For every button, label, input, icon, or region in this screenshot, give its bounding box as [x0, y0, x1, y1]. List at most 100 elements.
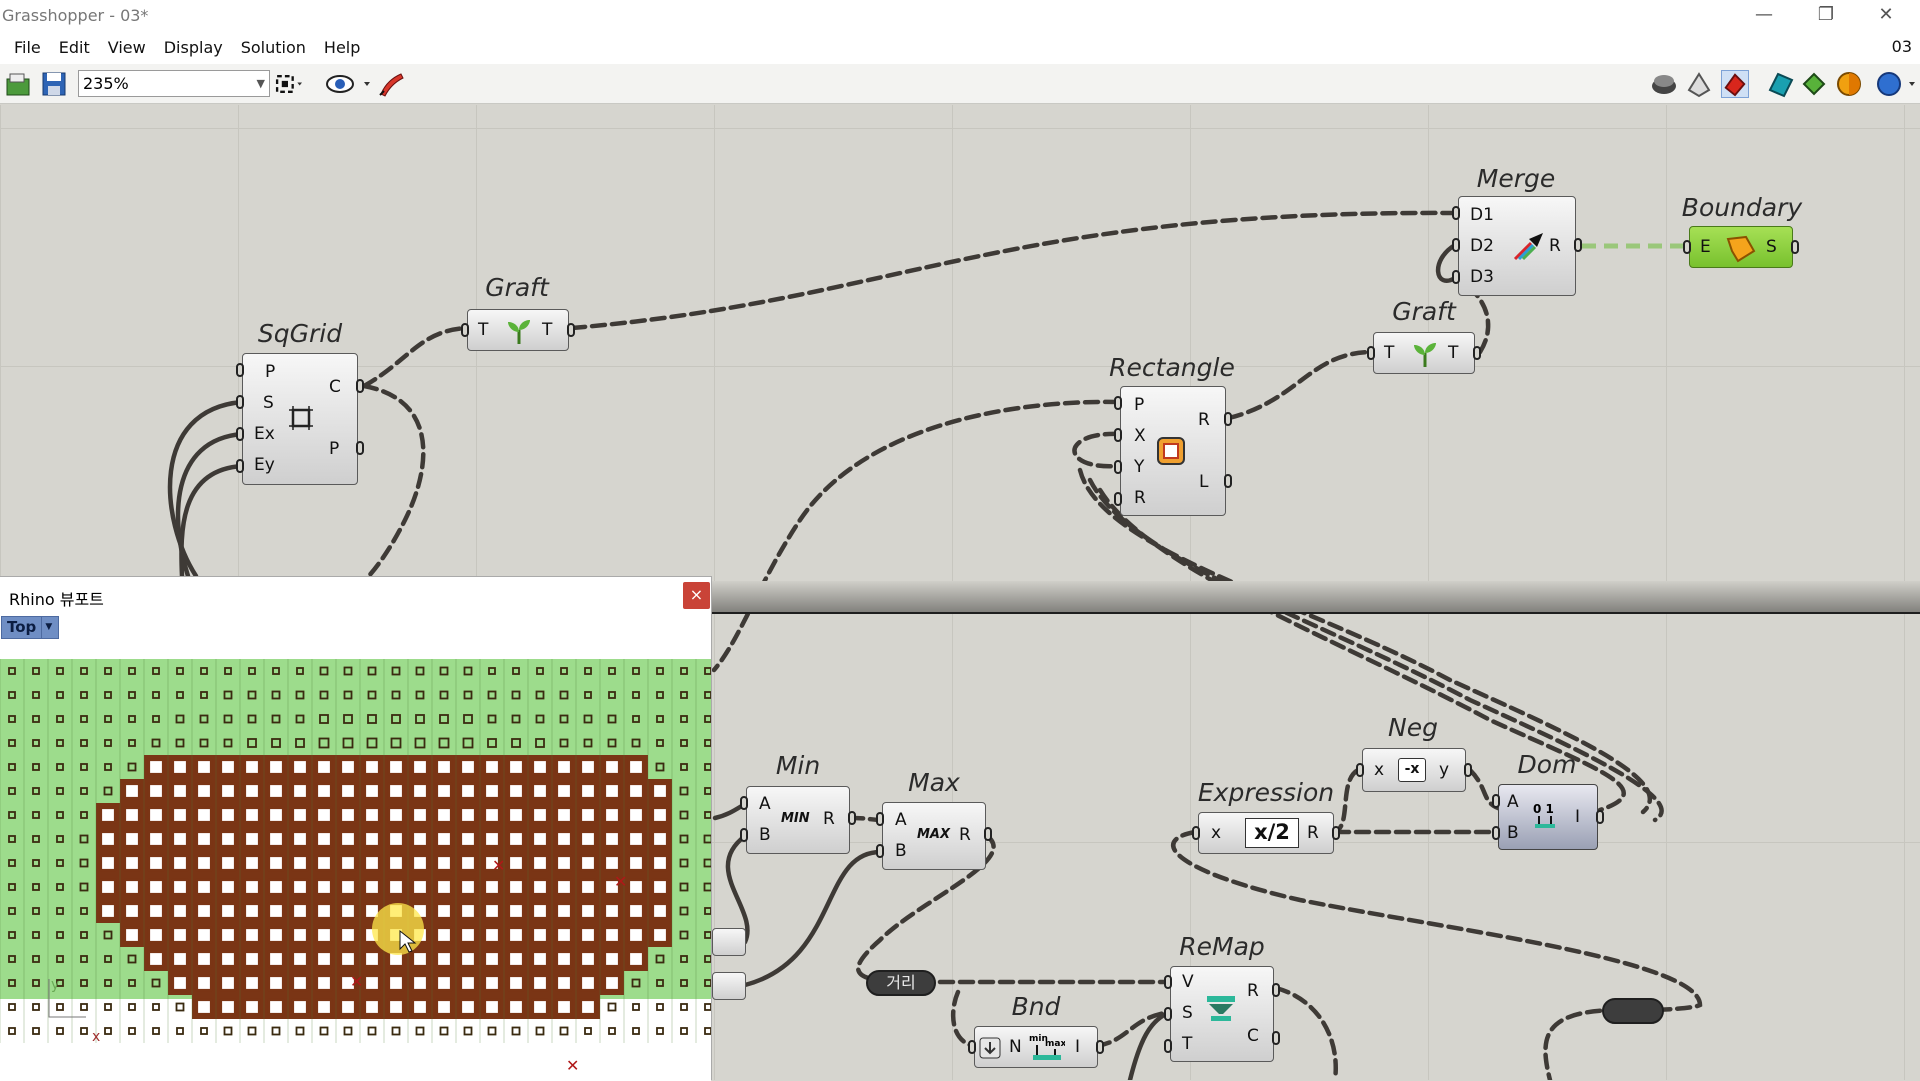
rhino-viewport-window[interactable]: Rhino 뷰포트 × Top▼ ✕✕✕✕ y x [0, 576, 712, 1081]
viewport-tab[interactable]: Top▼ [1, 616, 59, 639]
remap-input-t[interactable]: T [1182, 1034, 1193, 1054]
sqgrid-output-c[interactable]: C [329, 377, 341, 397]
dom-grip-b[interactable] [1492, 826, 1500, 840]
remap-output-c[interactable]: C [1247, 1026, 1259, 1046]
neg-input-x[interactable]: x [1374, 760, 1385, 780]
sqgrid-grip-out-p[interactable] [356, 441, 364, 455]
preview-shaded-icon[interactable] [1650, 70, 1678, 98]
merge-grip-d3[interactable] [1452, 270, 1460, 284]
min-grip-a[interactable] [740, 796, 748, 810]
remap-grip-r[interactable] [1272, 983, 1280, 997]
menu-display[interactable]: Display [163, 37, 223, 57]
remap-component[interactable]: V S T R C [1170, 966, 1274, 1062]
max-input-a[interactable]: A [895, 810, 907, 830]
chevron-down-icon[interactable]: ▼ [41, 617, 55, 638]
max-grip-r[interactable] [984, 827, 992, 841]
sqgrid-grip-ex[interactable] [236, 427, 244, 441]
graft-grip-in[interactable] [461, 323, 469, 337]
neg-component[interactable]: x y -x [1362, 748, 1466, 792]
rectangle-grip-out-r[interactable] [1224, 412, 1232, 426]
boundary-output-s[interactable]: S [1766, 237, 1777, 257]
min-grip-r[interactable] [848, 811, 856, 825]
sqgrid-output-p[interactable]: P [329, 439, 340, 459]
merge-grip-d1[interactable] [1452, 206, 1460, 220]
close-icon[interactable]: ✕ [1878, 4, 1894, 25]
max-grip-b[interactable] [876, 844, 884, 858]
bnd-output-i[interactable]: I [1075, 1037, 1081, 1057]
remap-grip-t[interactable] [1164, 1039, 1172, 1053]
render-edges-icon[interactable] [1800, 70, 1828, 98]
relay-right[interactable] [1602, 998, 1664, 1024]
dom-component[interactable]: A B I 0 1 [1498, 784, 1598, 850]
merge-component[interactable]: D1 D2 D3 R [1458, 196, 1576, 296]
rectangle-grip-out-l[interactable] [1224, 474, 1232, 488]
merge-grip-d2[interactable] [1452, 238, 1460, 252]
menu-file[interactable]: File [14, 37, 41, 57]
preview-selected-icon[interactable] [1721, 70, 1749, 98]
rectangle-input-y[interactable]: Y [1134, 457, 1145, 477]
remap-grip-c[interactable] [1272, 1031, 1280, 1045]
expression-grip-in[interactable] [1192, 826, 1200, 840]
bnd-input-n[interactable]: N [1009, 1037, 1022, 1057]
bnd-grip-in[interactable] [968, 1040, 976, 1054]
rectangle-grip-p[interactable] [1114, 396, 1122, 410]
menu-view[interactable]: View [107, 37, 146, 57]
merge-input-d2[interactable]: D2 [1470, 236, 1494, 256]
rectangle-grip-y[interactable] [1114, 460, 1122, 474]
sqgrid-grip-s[interactable] [236, 395, 244, 409]
material-ball-icon[interactable] [1835, 70, 1863, 98]
sqgrid-grip-c[interactable] [356, 379, 364, 393]
neg-grip-in[interactable] [1356, 763, 1364, 777]
sqgrid-input-p[interactable]: P [265, 362, 276, 382]
expression-input-x[interactable]: x [1211, 823, 1222, 843]
graft-grip-out[interactable] [567, 323, 575, 337]
dom-grip-a[interactable] [1492, 794, 1500, 808]
remap-input-s[interactable]: S [1182, 1003, 1193, 1023]
zoom-extents-icon[interactable] [274, 70, 302, 98]
min-component[interactable]: A B R MIN [746, 786, 850, 854]
graft2-grip-in[interactable] [1367, 346, 1375, 360]
hidden-component-1[interactable] [712, 928, 746, 956]
max-grip-a[interactable] [876, 812, 884, 826]
sqgrid-input-ex[interactable]: Ex [254, 424, 275, 444]
graft2-output-t[interactable]: T [1448, 343, 1459, 363]
rectangle-output-r[interactable]: R [1198, 410, 1210, 430]
remap-grip-s[interactable] [1164, 1007, 1172, 1021]
sqgrid-grip-p[interactable] [236, 363, 244, 377]
graft-component[interactable]: T T [467, 309, 569, 351]
rectangle-input-x[interactable]: X [1134, 426, 1146, 446]
minimize-icon[interactable]: — [1755, 4, 1773, 25]
rectangle-output-l[interactable]: L [1199, 472, 1209, 492]
min-output-r[interactable]: R [823, 809, 835, 829]
menu-help[interactable]: Help [323, 37, 361, 57]
viewport-area[interactable]: ✕✕✕✕ y x [0, 659, 711, 1081]
neg-output-y[interactable]: y [1439, 760, 1450, 780]
close-icon[interactable]: × [683, 582, 710, 609]
merge-input-d3[interactable]: D3 [1470, 267, 1494, 287]
max-component[interactable]: A B R MAX [882, 802, 986, 870]
sqgrid-component[interactable]: P S Ex Ey C P [242, 353, 358, 485]
display-options-icon[interactable] [1875, 70, 1917, 98]
sketch-pen-icon[interactable] [377, 70, 405, 98]
max-output-r[interactable]: R [959, 825, 971, 845]
rectangle-grip-x[interactable] [1114, 428, 1122, 442]
graft-output-t[interactable]: T [542, 320, 553, 340]
boundary-grip-in[interactable] [1683, 240, 1691, 254]
preview-eye-icon[interactable] [324, 70, 372, 98]
boundary-component[interactable]: E S [1689, 226, 1793, 268]
merge-output-r[interactable]: R [1549, 236, 1561, 256]
remap-grip-v[interactable] [1164, 975, 1172, 989]
min-input-b[interactable]: B [759, 825, 771, 845]
min-grip-b[interactable] [740, 828, 748, 842]
zoom-dropdown[interactable]: 235%▼ [78, 70, 270, 97]
graft-input-t[interactable]: T [478, 320, 489, 340]
dom-input-a[interactable]: A [1507, 792, 1519, 812]
rectangle-grip-r[interactable] [1114, 492, 1122, 506]
dom-output-i[interactable]: I [1575, 807, 1581, 827]
restore-icon[interactable]: ❐ [1817, 4, 1835, 25]
remap-output-r[interactable]: R [1247, 981, 1259, 1001]
graft2-input-t[interactable]: T [1384, 343, 1395, 363]
boundary-grip-out[interactable] [1791, 240, 1799, 254]
boundary-input-e[interactable]: E [1700, 237, 1711, 257]
